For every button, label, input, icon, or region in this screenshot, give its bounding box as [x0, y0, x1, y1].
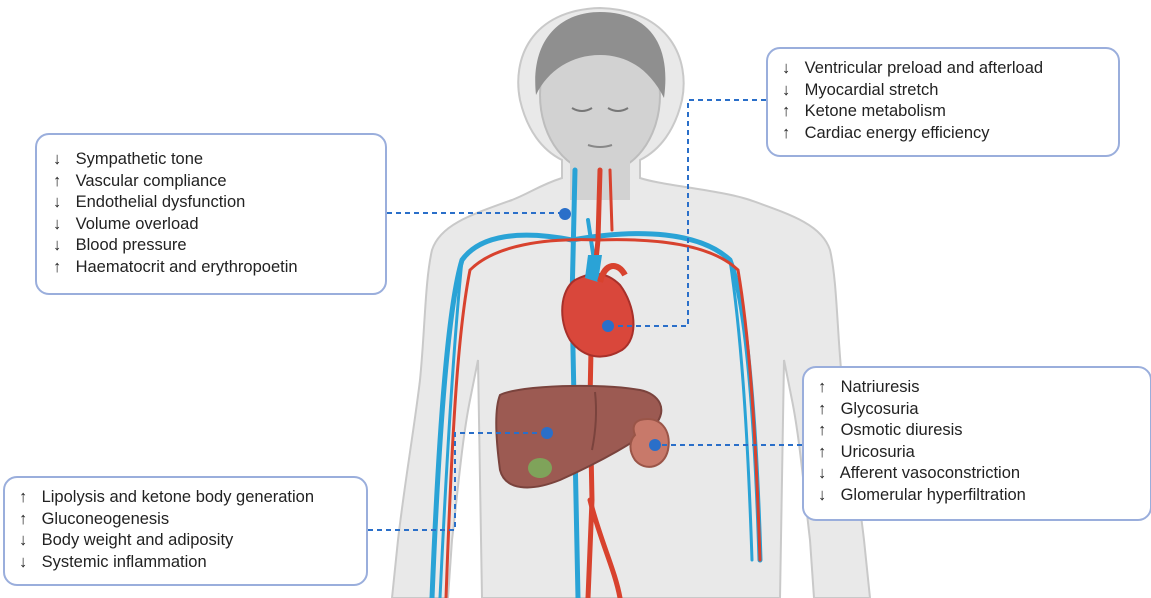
arrow-icon: ↓: [782, 80, 800, 102]
callout-item: ↓ Glomerular hyperfiltration: [818, 485, 1150, 507]
arrow-icon: ↑: [818, 420, 836, 442]
item-text: Uricosuria: [841, 443, 915, 461]
callout-item: ↓ Blood pressure: [53, 235, 385, 257]
callout-vascular: ↓ Sympathetic tone ↑ Vascular compliance…: [35, 133, 387, 295]
callout-item: ↓ Afferent vasoconstriction: [818, 463, 1150, 485]
callout-item: ↓ Sympathetic tone: [53, 149, 385, 171]
arrow-icon: ↑: [782, 101, 800, 123]
callout-item: ↑ Osmotic diuresis: [818, 420, 1150, 442]
arrow-icon: ↑: [53, 257, 71, 279]
callout-item: ↑ Gluconeogenesis: [19, 509, 366, 531]
callout-item: ↓ Ventricular preload and afterload: [782, 58, 1118, 80]
callout-item: ↓ Myocardial stretch: [782, 80, 1118, 102]
callout-item: ↑ Uricosuria: [818, 442, 1150, 464]
arrow-icon: ↓: [19, 552, 37, 574]
arrow-icon: ↑: [53, 171, 71, 193]
item-text: Haematocrit and erythropoetin: [76, 258, 298, 276]
arrow-icon: ↑: [19, 487, 37, 509]
callout-item: ↓ Endothelial dysfunction: [53, 192, 385, 214]
callout-item: ↑ Ketone metabolism: [782, 101, 1118, 123]
arrow-icon: ↓: [818, 485, 836, 507]
arrow-icon: ↑: [818, 442, 836, 464]
item-text: Afferent vasoconstriction: [840, 464, 1020, 482]
item-text: Osmotic diuresis: [841, 421, 963, 439]
item-text: Myocardial stretch: [805, 81, 939, 99]
callout-item: ↑ Natriuresis: [818, 377, 1150, 399]
item-text: Endothelial dysfunction: [76, 193, 246, 211]
item-text: Blood pressure: [76, 236, 187, 254]
marker-cardiac: [602, 320, 614, 332]
item-text: Glomerular hyperfiltration: [841, 486, 1026, 504]
marker-metabolic: [541, 427, 553, 439]
gallbladder: [528, 458, 552, 478]
item-text: Systemic inflammation: [42, 553, 207, 571]
callout-item: ↓ Volume overload: [53, 214, 385, 236]
callout-item: ↑ Haematocrit and erythropoetin: [53, 257, 385, 279]
arrow-icon: ↑: [782, 123, 800, 145]
arrow-icon: ↓: [53, 214, 71, 236]
callout-renal: ↑ Natriuresis ↑ Glycosuria ↑ Osmotic diu…: [802, 366, 1151, 521]
arrow-icon: ↑: [818, 377, 836, 399]
marker-renal: [649, 439, 661, 451]
item-text: Volume overload: [76, 215, 199, 233]
callout-item: ↑ Vascular compliance: [53, 171, 385, 193]
item-text: Ketone metabolism: [805, 102, 946, 120]
arrow-icon: ↑: [19, 509, 37, 531]
callout-cardiac: ↓ Ventricular preload and afterload ↓ My…: [766, 47, 1120, 157]
arrow-icon: ↑: [818, 399, 836, 421]
item-text: Natriuresis: [841, 378, 920, 396]
arrow-icon: ↓: [53, 192, 71, 214]
item-text: Gluconeogenesis: [42, 510, 170, 528]
item-text: Ventricular preload and afterload: [805, 59, 1044, 77]
item-text: Sympathetic tone: [76, 150, 204, 168]
arrow-icon: ↓: [53, 235, 71, 257]
marker-vascular: [559, 208, 571, 220]
arrow-icon: ↓: [818, 463, 836, 485]
callout-item: ↑ Cardiac energy efficiency: [782, 123, 1118, 145]
callout-item: ↑ Glycosuria: [818, 399, 1150, 421]
item-text: Lipolysis and ketone body generation: [42, 488, 314, 506]
callout-metabolic: ↑ Lipolysis and ketone body generation ↑…: [3, 476, 368, 586]
callout-item: ↓ Body weight and adiposity: [19, 530, 366, 552]
callout-item: ↑ Lipolysis and ketone body generation: [19, 487, 366, 509]
arrow-icon: ↓: [19, 530, 37, 552]
callout-item: ↓ Systemic inflammation: [19, 552, 366, 574]
item-text: Body weight and adiposity: [42, 531, 234, 549]
item-text: Vascular compliance: [76, 172, 227, 190]
arrow-icon: ↓: [782, 58, 800, 80]
item-text: Glycosuria: [841, 400, 919, 418]
item-text: Cardiac energy efficiency: [805, 124, 990, 142]
arrow-icon: ↓: [53, 149, 71, 171]
